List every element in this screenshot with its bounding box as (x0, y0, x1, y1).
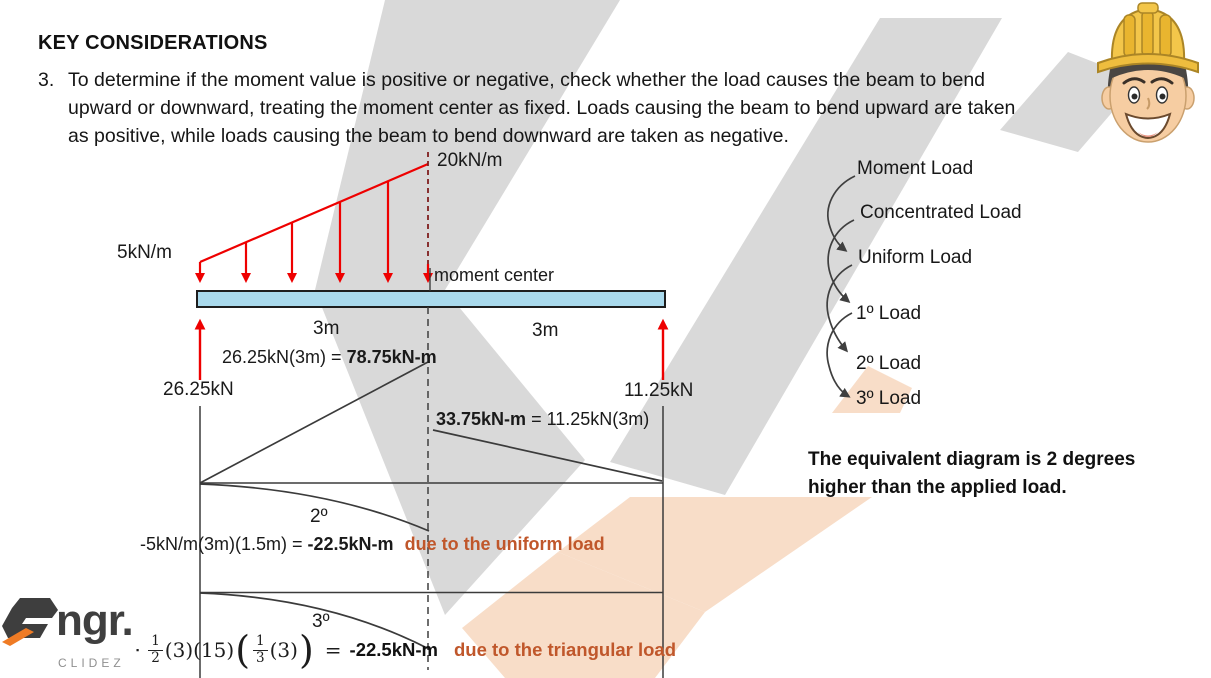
background-watermark (315, 0, 1140, 678)
moment-diagrams (199, 361, 664, 678)
open-paren: ( (235, 627, 251, 672)
positive-moment-line-left (199, 361, 429, 484)
third-degree-curve (199, 592, 430, 650)
reaction-right-label: 11.25kN (624, 380, 694, 401)
beam (196, 290, 666, 308)
right-moment-equation-normal: = 11.25kN(3m) (526, 409, 650, 429)
formula-equals: = (324, 638, 342, 662)
eyebrow-left (1122, 77, 1146, 85)
left-moment-equation-normal: 26.25kN(3m) = (222, 347, 347, 367)
hardhat-knob (1137, 2, 1159, 14)
uniform-eq-normal: -5kN/m(3m)(1.5m) (140, 534, 287, 554)
formula-inner: (3) (269, 638, 298, 662)
hardhat-ridge (1123, 14, 1136, 58)
hardhat-ridge (1141, 10, 1154, 57)
legend-item-3rd-degree-load: 3º Load (856, 388, 922, 409)
uniform-eq-bold: -22.5kN-m (307, 534, 394, 554)
paragraph-line-2: upward or downward, treating the moment … (68, 97, 1016, 119)
mouth (1124, 112, 1172, 140)
equivalence-note-line-2: higher than the applied load. (808, 477, 1067, 498)
engineer-avatar (1097, 2, 1199, 143)
uniform-eq-note: due to the uniform load (404, 534, 605, 554)
logo-subtext: CLIDEZ (58, 656, 125, 670)
legend-item-concentrated-load: Concentrated Load (860, 202, 1022, 223)
left-moment-equation: 26.25kN(3m) = 78.75kN-m (222, 347, 437, 368)
load-peak-label: 20kN/m (437, 150, 503, 171)
left-moment-equation-bold: 78.75kN-m (346, 347, 437, 367)
third-degree-label: 3º (312, 611, 330, 632)
paragraph-line-1: To determine if the moment value is posi… (68, 69, 986, 91)
positive-moment-line-right (432, 429, 663, 482)
legend-item-2nd-degree-load: 2º Load (856, 353, 922, 374)
close-paren: ) (298, 627, 314, 672)
page-title: KEY CONSIDERATIONS (38, 32, 268, 54)
distributed-load (194, 152, 434, 284)
formula-result: -22.5kN-m (349, 639, 438, 660)
triangular-eq-note: due to the triangular load (453, 639, 676, 660)
equivalence-note-line-1: The equivalent diagram is 2 degrees (808, 449, 1136, 470)
uniform-load-equation: -5kN/m(3m)(1.5m) = -22.5kN-m due to the … (140, 534, 605, 555)
legend-arrows (826, 175, 856, 398)
second-degree-label: 2º (310, 506, 328, 527)
formula-bullet: ▪ (136, 645, 140, 655)
hardhat-brim (1097, 53, 1199, 74)
reaction-left-label: 26.25kN (163, 379, 234, 400)
reaction-arrows (194, 318, 669, 380)
moment-center-label: moment center (434, 265, 555, 285)
list-number: 3. (38, 69, 55, 91)
nose (1146, 97, 1151, 110)
legend-item-1st-degree-load: 1º Load (856, 303, 922, 324)
logo-mark (2, 598, 58, 646)
formula-mid: (3)(15) (164, 638, 235, 662)
logo-wordmark: ngr. (56, 596, 134, 645)
hardhat-ridge (1159, 14, 1172, 58)
tongue (1138, 132, 1158, 137)
legend-item-moment-load: Moment Load (857, 158, 974, 179)
eyebrow-right (1150, 77, 1174, 85)
span-right-label: 3m (532, 320, 559, 341)
right-moment-equation-bold: 33.75kN-m (436, 409, 527, 429)
second-degree-curve (199, 483, 430, 532)
load-slope-line (199, 162, 429, 264)
span-left-label: 3m (313, 318, 340, 339)
load-start-label: 5kN/m (117, 242, 172, 263)
legend-item-uniform-load: Uniform Load (858, 247, 973, 268)
right-moment-equation: 33.75kN-m = 11.25kN(3m) (436, 409, 649, 430)
paragraph-line-3: as positive, while loads causing the bea… (68, 125, 789, 147)
uniform-eq-equals: = (287, 534, 308, 554)
